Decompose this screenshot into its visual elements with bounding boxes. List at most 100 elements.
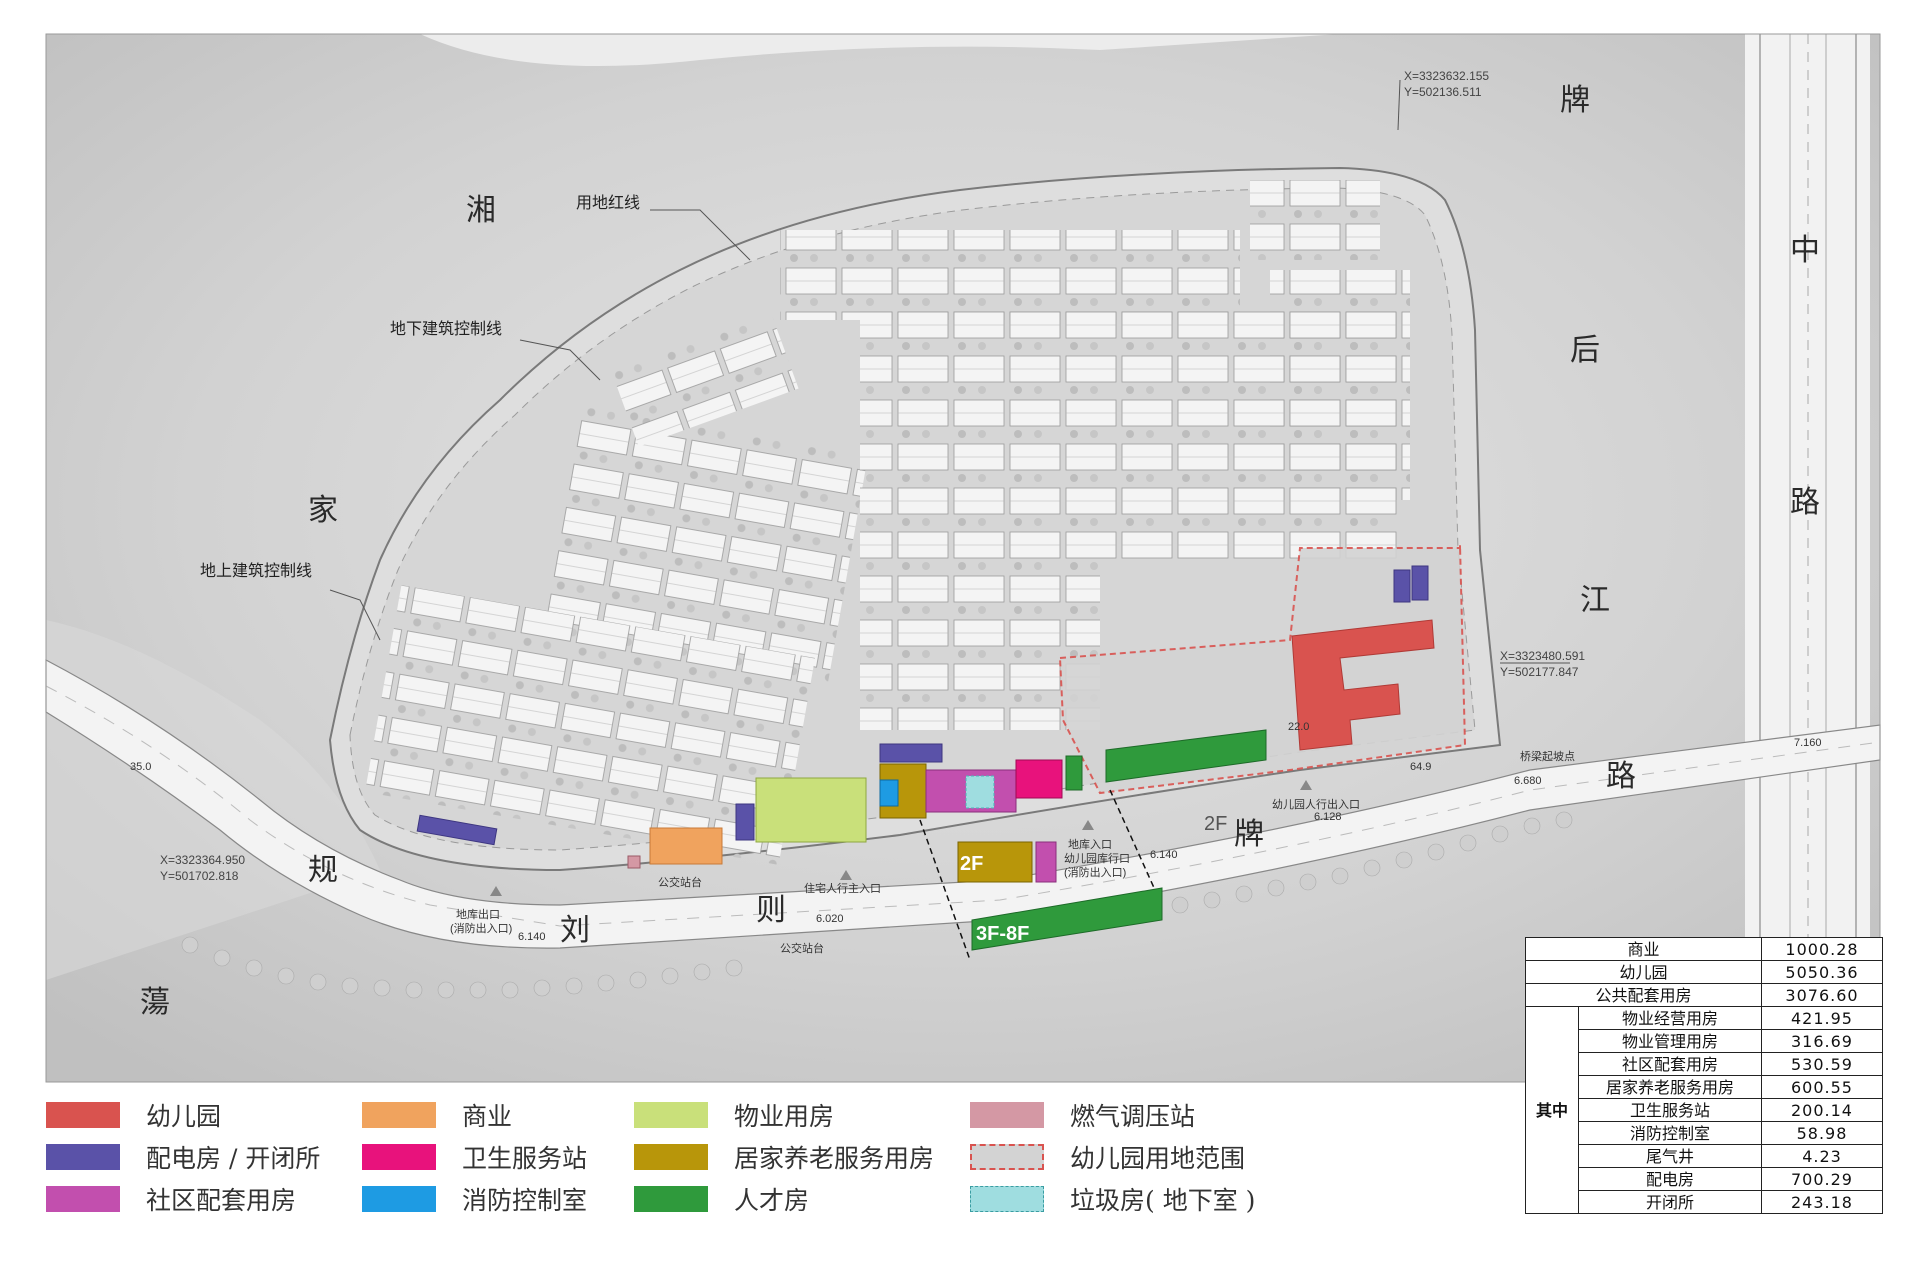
road-west-char-3: 蕩 bbox=[140, 985, 170, 1020]
legend-swatch bbox=[970, 1186, 1044, 1212]
table-cell-name: 尾气井 bbox=[1578, 1144, 1762, 1168]
coord-left-y: Y=501702.818 bbox=[160, 869, 239, 883]
table-cell-name: 商业 bbox=[1525, 937, 1762, 961]
elevation-3: 6.140 bbox=[1150, 849, 1178, 861]
legend-item-elderly: 居家养老服务用房 bbox=[634, 1142, 934, 1173]
table-cell-value: 530.59 bbox=[1761, 1052, 1883, 1076]
legend-item-power: 配电房 / 开闭所 bbox=[46, 1142, 321, 1173]
road-west-char-2: 家 bbox=[308, 493, 338, 528]
legend-swatch bbox=[362, 1102, 436, 1128]
legend: 幼儿园 商业 物业用房 燃气调压站 配电房 / 开闭所 卫生服务站 居家养老服务… bbox=[44, 1090, 1524, 1260]
floor-label-2f-b: 2F bbox=[1204, 813, 1227, 835]
table-cell-name: 物业管理用房 bbox=[1578, 1029, 1762, 1053]
elevation-2: 6.020 bbox=[816, 913, 844, 925]
elevation-9: 22.0 bbox=[1288, 721, 1309, 733]
table-cell-name: 幼儿园 bbox=[1525, 960, 1762, 984]
annotation-residential-entry: 住宅人行主入口 bbox=[804, 881, 881, 895]
legend-label: 社区配套用房 bbox=[146, 1186, 297, 1215]
legend-label: 幼儿园用地范围 bbox=[1070, 1144, 1246, 1173]
legend-label: 配电房 / 开闭所 bbox=[146, 1144, 321, 1173]
road-south-char-4: 牌 bbox=[1234, 817, 1264, 852]
elevation-4: 6.128 bbox=[1314, 811, 1342, 823]
legend-item-gas: 燃气调压站 bbox=[970, 1100, 1196, 1131]
annotation-bus-stop: 公交站台 bbox=[658, 875, 702, 889]
garage-exit-marker bbox=[490, 886, 502, 896]
legend-swatch bbox=[46, 1102, 120, 1128]
legend-item-talent: 人才房 bbox=[634, 1184, 810, 1215]
residential-entry-marker bbox=[840, 870, 852, 880]
area-table: 商业 1000.28 幼儿园 5050.36 公共配套用房 3076.60 其中… bbox=[1525, 937, 1883, 1214]
legend-swatch bbox=[46, 1186, 120, 1212]
road-east-char-2: 中 bbox=[1790, 233, 1820, 268]
service-cluster bbox=[879, 755, 1083, 883]
legend-item-kindergarten: 幼儿园 bbox=[46, 1100, 222, 1131]
table-cell-name: 物业经营用房 bbox=[1578, 1006, 1762, 1030]
elevation-7: 35.0 bbox=[130, 761, 151, 773]
kg-pedestrian-marker bbox=[1300, 780, 1312, 790]
annotation-bridge: 桥梁起坡点 bbox=[1520, 749, 1575, 763]
table-cell-value: 1000.28 bbox=[1761, 937, 1883, 961]
legend-label: 物业用房 bbox=[734, 1102, 835, 1131]
table-cell-name: 卫生服务站 bbox=[1578, 1098, 1762, 1122]
table-cell-value: 421.95 bbox=[1761, 1006, 1883, 1030]
floor-label-3f-8f: 3F-8F bbox=[976, 923, 1029, 945]
table-cell-name: 消防控制室 bbox=[1578, 1121, 1762, 1145]
legend-label: 幼儿园 bbox=[146, 1102, 222, 1131]
annotation-leaders bbox=[329, 79, 1570, 664]
floor-label-2f-a: 2F bbox=[960, 853, 983, 875]
table-row: 卫生服务站 200.14 bbox=[1526, 1098, 1883, 1122]
map-frame bbox=[45, 33, 1881, 1083]
legend-swatch bbox=[362, 1186, 436, 1212]
annotation-garage-exit: 地库出口 bbox=[456, 907, 500, 921]
street-trees bbox=[181, 811, 1573, 999]
annotation-underground-control: 地下建筑控制线 bbox=[390, 320, 502, 338]
legend-item-health: 卫生服务站 bbox=[362, 1142, 587, 1173]
road-east-char-5: 江 bbox=[1580, 583, 1610, 618]
table-cell-value: 316.69 bbox=[1761, 1029, 1883, 1053]
legend-swatch bbox=[362, 1144, 436, 1170]
annotation-garage-exit-sub: (消防出入口) bbox=[450, 921, 512, 935]
legend-label: 人才房 bbox=[734, 1186, 810, 1215]
table-row: 居家养老服务用房 600.55 bbox=[1526, 1075, 1883, 1099]
property-building bbox=[755, 777, 867, 843]
coord-right-y: Y=502177.847 bbox=[1500, 665, 1579, 679]
road-east-char-6: 路 bbox=[1606, 759, 1636, 794]
road-east-char-4: 路 bbox=[1790, 485, 1820, 520]
table-cell-name: 开闭所 bbox=[1578, 1190, 1762, 1214]
table-cell-value: 4.23 bbox=[1761, 1144, 1883, 1168]
legend-swatch bbox=[634, 1144, 708, 1170]
legend-label: 商业 bbox=[462, 1102, 513, 1131]
elevation-1: 6.140 bbox=[518, 931, 546, 943]
table-row: 社区配套用房 530.59 bbox=[1526, 1052, 1883, 1076]
table-row: 其中 物业经营用房 421.95 bbox=[1525, 1006, 1883, 1214]
table-row: 消防控制室 58.98 bbox=[1526, 1121, 1883, 1145]
table-row: 公共配套用房 3076.60 bbox=[1525, 983, 1883, 1007]
coord-left-x: X=3323364.950 bbox=[160, 853, 245, 867]
annotation-red-line: 用地红线 bbox=[576, 194, 640, 212]
coord-top-y: Y=502136.511 bbox=[1404, 85, 1482, 99]
legend-label: 燃气调压站 bbox=[1070, 1102, 1196, 1131]
table-row: 物业管理用房 316.69 bbox=[1526, 1029, 1883, 1053]
legend-item-fire: 消防控制室 bbox=[362, 1184, 587, 1215]
road-east-char-1: 牌 bbox=[1560, 83, 1590, 118]
table-cell-value: 700.29 bbox=[1761, 1167, 1883, 1191]
legend-label: 垃圾房( 地下室 ) bbox=[1070, 1186, 1256, 1215]
coord-right-x: X=3323480.591 bbox=[1500, 649, 1585, 663]
table-cell-name: 公共配套用房 bbox=[1525, 983, 1762, 1007]
table-row: 商业 1000.28 bbox=[1525, 937, 1883, 961]
road-south-char-1: 规 bbox=[308, 853, 338, 888]
gas-station bbox=[627, 855, 641, 869]
residential-blocks bbox=[364, 180, 1410, 865]
elevation-5: 6.680 bbox=[1514, 775, 1542, 787]
legend-item-property: 物业用房 bbox=[634, 1100, 835, 1131]
legend-item-garbage: 垃圾房( 地下室 ) bbox=[970, 1184, 1256, 1215]
annotation-kg-garage-entry: 幼儿园库行口 bbox=[1064, 852, 1130, 865]
coord-top-x: X=3323632.155 bbox=[1404, 69, 1489, 83]
table-group-label: 其中 bbox=[1525, 1006, 1579, 1214]
legend-swatch bbox=[634, 1102, 708, 1128]
legend-swatch bbox=[46, 1144, 120, 1170]
annotation-aboveground-control: 地上建筑控制线 bbox=[200, 562, 312, 580]
elevation-8: 64.9 bbox=[1410, 761, 1431, 773]
table-row: 幼儿园 5050.36 bbox=[1525, 960, 1883, 984]
legend-swatch bbox=[634, 1186, 708, 1212]
